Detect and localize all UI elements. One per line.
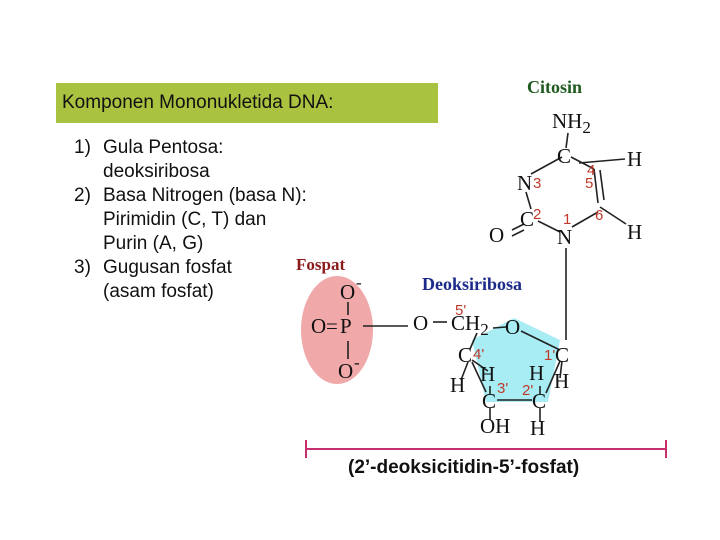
ring-number: 1' bbox=[544, 347, 555, 364]
list-text: Gugusan fosfat bbox=[103, 257, 232, 278]
atom: N bbox=[557, 225, 572, 249]
atom: H bbox=[627, 220, 642, 244]
atom: O bbox=[489, 223, 504, 247]
atom: H bbox=[530, 416, 545, 440]
base-numbers: 4 5 3 2 1 6 bbox=[533, 162, 603, 228]
ring-number: 4' bbox=[473, 346, 484, 363]
bond-symbol: = bbox=[326, 314, 338, 338]
atom: C bbox=[532, 389, 546, 413]
span-bracket bbox=[305, 440, 667, 458]
charge: - bbox=[356, 273, 362, 292]
atom: O bbox=[413, 311, 428, 335]
atom: H bbox=[480, 362, 495, 386]
phosphate-label: Fospat bbox=[296, 255, 345, 274]
atom-subscript: 2 bbox=[480, 320, 489, 339]
list-text: Gula Pentosa: bbox=[103, 137, 224, 158]
atom: C bbox=[458, 343, 472, 367]
atom: O bbox=[311, 314, 326, 338]
list-text: Purin (A, G) bbox=[103, 233, 204, 254]
ring-number: 6 bbox=[595, 207, 603, 224]
ring-number: 5' bbox=[455, 302, 466, 319]
atom: P bbox=[340, 314, 352, 338]
ring-number: 3 bbox=[533, 175, 541, 192]
atom: N bbox=[517, 171, 532, 195]
atom: C bbox=[555, 343, 569, 367]
atom: H bbox=[554, 369, 569, 393]
atom: C bbox=[557, 144, 571, 168]
list-number: 2) bbox=[74, 185, 91, 206]
atom: O bbox=[340, 280, 355, 304]
atom: O bbox=[338, 359, 353, 383]
atom-subscript: 2 bbox=[582, 118, 591, 137]
list-item: 3) Gugusan fosfat (asam fosfat) bbox=[74, 256, 307, 304]
atom: O bbox=[505, 315, 520, 339]
atom: H bbox=[627, 147, 642, 171]
atom: C bbox=[520, 207, 534, 231]
svg-text:NH2: NH2 bbox=[552, 109, 591, 137]
sugar-atoms: CH2 O C C H H H H C C OH H bbox=[450, 311, 569, 440]
list-text: Pirimidin (C, T) dan bbox=[103, 209, 267, 230]
ring-number: 2 bbox=[533, 206, 541, 223]
title-text: Komponen Mononukletida DNA: bbox=[62, 92, 334, 113]
compound-caption: (2’-deoksicitidin-5’-fosfat) bbox=[348, 457, 579, 478]
list-text: deoksiribosa bbox=[103, 161, 210, 182]
atom: OH bbox=[480, 414, 510, 438]
list-number: 3) bbox=[74, 257, 91, 278]
sugar-numbers: 5' 4' 1' 3' 2' bbox=[455, 302, 555, 399]
atom: NH bbox=[552, 109, 582, 133]
atom: CH bbox=[451, 311, 480, 335]
atom: C bbox=[482, 389, 496, 413]
list-item: 1) Gula Pentosa: deoksiribosa bbox=[74, 136, 307, 184]
list-text: (asam fosfat) bbox=[103, 281, 214, 302]
ring-number: 5 bbox=[585, 175, 593, 192]
atom: H bbox=[450, 373, 465, 397]
backbone-bonds bbox=[347, 302, 563, 422]
ring-number: 2' bbox=[522, 382, 533, 399]
sugar-label: Deoksiribosa bbox=[422, 274, 522, 294]
ring-number: 1 bbox=[563, 211, 571, 228]
ring-number: 3' bbox=[497, 380, 508, 397]
phosphate-atoms: O - O = P O - O bbox=[311, 273, 428, 383]
base-bonds bbox=[511, 132, 627, 340]
list-text: Basa Nitrogen (basa N): bbox=[103, 185, 307, 206]
charge: - bbox=[354, 353, 360, 372]
phosphate-highlight bbox=[301, 276, 373, 384]
atom: H bbox=[529, 361, 544, 385]
base-atoms: NH2 C H N O C N H bbox=[489, 109, 642, 249]
title-box: Komponen Mononukletida DNA: bbox=[56, 83, 438, 123]
list-item: 2) Basa Nitrogen (basa N): Pirimidin (C,… bbox=[74, 184, 307, 256]
list-number: 1) bbox=[74, 137, 91, 158]
ring-number: 4 bbox=[587, 162, 595, 179]
base-label: Citosin bbox=[527, 77, 582, 97]
component-list: 1) Gula Pentosa: deoksiribosa 2) Basa Ni… bbox=[74, 136, 307, 304]
svg-text:CH2: CH2 bbox=[451, 311, 489, 339]
